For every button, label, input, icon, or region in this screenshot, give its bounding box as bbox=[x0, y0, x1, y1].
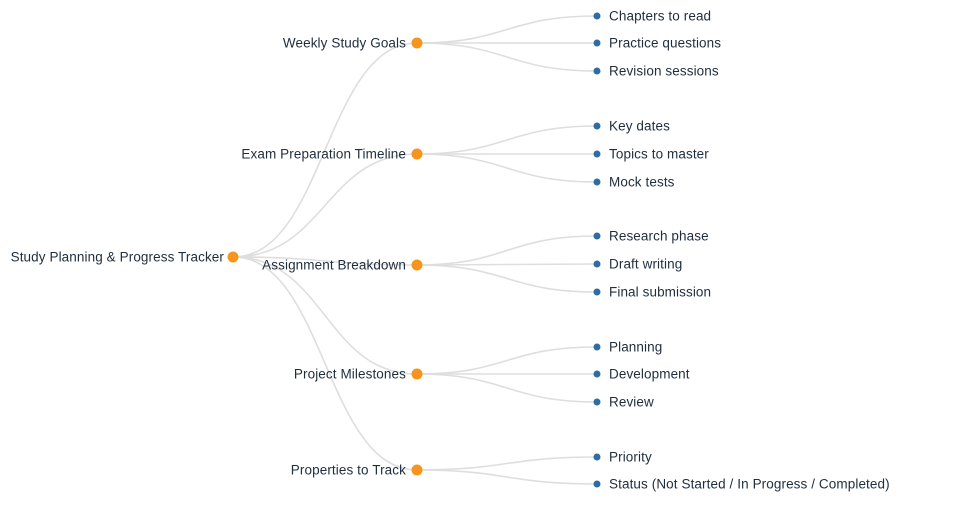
leaf-label-key-dates: Key dates bbox=[609, 118, 670, 134]
link-draft-writing bbox=[416, 263, 598, 266]
leaf-label-draft-writing: Draft writing bbox=[609, 256, 683, 272]
leaf-dot-revision-sessions[interactable] bbox=[593, 67, 601, 75]
link-root-assignment-breakdown bbox=[232, 256, 418, 266]
branch-dot-properties-to-track[interactable] bbox=[411, 464, 423, 476]
link-status bbox=[416, 469, 598, 485]
leaf-label-practice-questions: Practice questions bbox=[609, 35, 722, 51]
leaf-label-revision-sessions: Revision sessions bbox=[609, 63, 719, 79]
leaf-label-topics-to-master: Topics to master bbox=[609, 146, 709, 162]
link-root-exam-preparation-timeline bbox=[232, 153, 418, 258]
leaf-label-chapters-to-read: Chapters to read bbox=[609, 8, 712, 24]
leaf-label-development: Development bbox=[609, 366, 690, 382]
link-key-dates bbox=[416, 125, 598, 155]
leaf-label-mock-tests: Mock tests bbox=[609, 174, 675, 190]
link-root-properties-to-track bbox=[232, 256, 418, 471]
leaf-dot-practice-questions[interactable] bbox=[593, 39, 601, 47]
branch-dot-project-milestones[interactable] bbox=[411, 368, 423, 380]
leaf-dot-chapters-to-read[interactable] bbox=[593, 12, 601, 20]
leaf-label-review: Review bbox=[609, 394, 654, 410]
leaf-dot-research-phase[interactable] bbox=[593, 232, 601, 240]
leaf-label-research-phase: Research phase bbox=[609, 228, 709, 244]
branch-dot-weekly-study-goals[interactable] bbox=[411, 37, 423, 49]
link-planning bbox=[416, 346, 598, 375]
branch-label-weekly-study-goals: Weekly Study Goals bbox=[282, 35, 406, 51]
branch-label-properties-to-track: Properties to Track bbox=[290, 462, 406, 478]
branch-dot-assignment-breakdown[interactable] bbox=[411, 259, 423, 271]
root-node-dot[interactable] bbox=[227, 251, 239, 263]
leaf-dot-review[interactable] bbox=[593, 398, 601, 406]
leaf-dot-key-dates[interactable] bbox=[593, 122, 601, 130]
branch-label-exam-preparation-timeline: Exam Preparation Timeline bbox=[241, 146, 406, 162]
leaf-dot-planning[interactable] bbox=[593, 343, 601, 351]
leaf-dot-priority[interactable] bbox=[593, 453, 601, 461]
link-root-project-milestones bbox=[232, 256, 418, 375]
branch-label-project-milestones: Project Milestones bbox=[293, 366, 406, 382]
leaf-dot-development[interactable] bbox=[593, 370, 601, 378]
link-final-submission bbox=[416, 264, 598, 293]
link-research-phase bbox=[416, 235, 598, 266]
leaf-dot-status[interactable] bbox=[593, 480, 601, 488]
leaf-dot-final-submission[interactable] bbox=[593, 288, 601, 296]
link-mock-tests bbox=[416, 153, 598, 183]
branch-label-assignment-breakdown: Assignment Breakdown bbox=[262, 257, 406, 273]
leaf-label-planning: Planning bbox=[609, 339, 663, 355]
leaf-dot-mock-tests[interactable] bbox=[593, 178, 601, 186]
leaf-dot-draft-writing[interactable] bbox=[593, 260, 601, 268]
root-node-label: Study Planning & Progress Tracker bbox=[10, 249, 224, 265]
leaf-label-priority: Priority bbox=[609, 449, 652, 465]
link-root-weekly-study-goals bbox=[232, 42, 418, 258]
link-priority bbox=[416, 456, 598, 471]
link-chapters-to-read bbox=[416, 15, 598, 44]
link-revision-sessions bbox=[416, 42, 598, 72]
leaf-dot-topics-to-master[interactable] bbox=[593, 150, 601, 158]
leaf-label-status: Status (Not Started / In Progress / Comp… bbox=[609, 476, 890, 492]
branch-dot-exam-preparation-timeline[interactable] bbox=[411, 148, 423, 160]
leaf-label-final-submission: Final submission bbox=[609, 284, 712, 300]
link-review bbox=[416, 373, 598, 403]
